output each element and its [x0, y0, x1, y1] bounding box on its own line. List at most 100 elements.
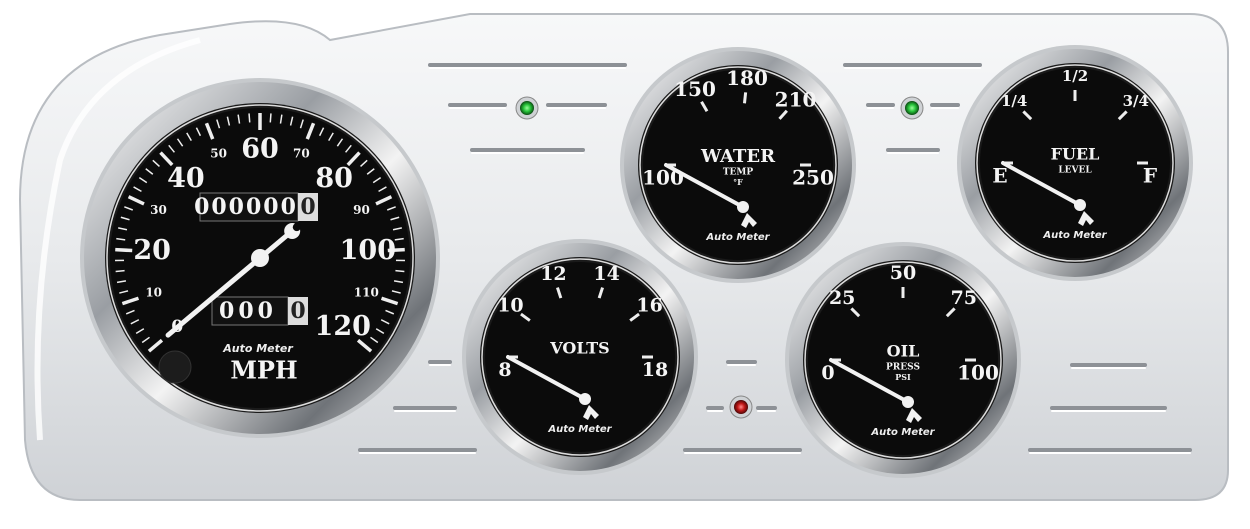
speedo-tick: [147, 338, 164, 353]
speedo-tick: [395, 269, 405, 273]
gauge-label: 150: [674, 77, 716, 101]
speedo-tick: [115, 247, 133, 253]
speedo-tick: [387, 247, 405, 253]
speedo-tick: [120, 216, 130, 221]
speedo-tick: [375, 195, 393, 206]
speedo-tick: [360, 159, 368, 167]
gauge-tick: [629, 312, 640, 322]
gauge-tick: [1022, 110, 1033, 121]
gauge-label: 210: [775, 88, 817, 112]
speedo-tick: [168, 144, 175, 153]
trip-window: [211, 296, 289, 326]
speedo-tick: [159, 151, 174, 167]
bezel-inner-highlight: [804, 261, 1002, 459]
bezel-inner-highlight: [976, 64, 1174, 262]
needle: [506, 355, 587, 401]
speedo-tick: [328, 132, 334, 141]
gauge-label: 0: [821, 362, 834, 384]
trip-digits: 000: [219, 298, 277, 324]
gauge-tick: [520, 312, 531, 322]
bezel-inner-highlight: [106, 104, 414, 412]
gauge-label: 100: [957, 361, 999, 385]
brand-logo: Auto Meter: [705, 232, 770, 243]
speedo-tick: [226, 116, 231, 126]
speedo-tick: [385, 309, 395, 315]
speedo-tick: [138, 176, 148, 184]
needle-hub: [1074, 199, 1086, 211]
speedo-tick: [195, 127, 202, 137]
speedo-tick: [279, 114, 283, 124]
gauge-label: 1/2: [1062, 67, 1088, 85]
trip-last-digit-bg: [288, 297, 308, 325]
speedo-tick: [237, 114, 241, 124]
gauge-label: 16: [636, 294, 662, 316]
gauge-label: F: [1143, 164, 1157, 188]
speedo-tick: [356, 338, 373, 353]
odometer-last-digit: 0: [300, 194, 315, 220]
speedo-tick: [204, 122, 215, 140]
bezel-inner-highlight: [639, 66, 837, 264]
speedo-tick: [248, 113, 251, 123]
indicator-lens: [520, 101, 534, 115]
speedo-tick: [378, 186, 387, 193]
gauge-unit: PSI: [895, 372, 911, 382]
speedo-minor-label: 10: [145, 286, 162, 300]
speedo-major-label: 80: [315, 163, 353, 194]
speedo-tick: [289, 116, 294, 126]
speedo-minor-label: 110: [354, 286, 379, 300]
dial-face: [643, 70, 833, 260]
speedo-tick: [124, 206, 134, 211]
speedo-tick: [216, 119, 221, 129]
speedo-tick: [366, 168, 375, 175]
gauge-label: 12: [540, 263, 566, 285]
speedo-tick: [336, 138, 344, 147]
dial-face: [485, 262, 675, 452]
gauge-label: 18: [642, 359, 668, 381]
gauge-tick: [1117, 110, 1128, 121]
odometer-digits: 000000: [194, 194, 298, 220]
speedo-tick: [372, 176, 382, 184]
gauge-label: 8: [498, 359, 511, 381]
gauge-tick: [850, 307, 861, 318]
needle: [664, 163, 745, 209]
speedo-tick: [318, 127, 325, 137]
speedo-tick: [135, 328, 145, 335]
speedo-major-label: 100: [340, 235, 396, 266]
speedo-major-label: 40: [167, 163, 205, 194]
speedo-tick: [380, 319, 390, 325]
gauge-title: WATER: [700, 146, 776, 167]
gauge-subtitle: PRESS: [886, 363, 920, 373]
speedo-tick: [386, 206, 396, 211]
gauge-label: 10: [497, 294, 523, 316]
brand-logo: Auto Meter: [1042, 230, 1107, 241]
needle-wrench-tail: [583, 405, 599, 420]
speedo-tick: [390, 216, 400, 221]
speedo-tick: [176, 138, 184, 147]
odometer-last-digit-bg: [298, 193, 318, 221]
speedo-tick: [119, 290, 129, 294]
speedo-tick: [145, 168, 154, 175]
speedo-tick: [115, 269, 125, 273]
needle-hub: [579, 393, 591, 405]
speedo-tick: [130, 319, 140, 325]
speedo-major-label: 120: [315, 311, 371, 342]
right-indicator-light: [900, 96, 924, 120]
gauge-label: 75: [951, 287, 977, 309]
gauge-tick: [556, 287, 563, 299]
needle-hub: [737, 201, 749, 213]
trip-reset-knob[interactable]: [158, 350, 192, 384]
trip-last-digit: 0: [290, 298, 305, 324]
speedo-tick: [152, 159, 160, 167]
brand-logo: Auto Meter: [222, 342, 293, 355]
gauge-title: VOLTS: [549, 339, 609, 358]
gauge-tick: [597, 287, 604, 299]
odometer-window: [199, 192, 299, 222]
needle-hub: [251, 249, 269, 267]
speedo-tick: [394, 237, 404, 241]
speedo-tick: [391, 290, 401, 294]
gauge-tick: [700, 101, 709, 113]
speedo-tick: [116, 237, 126, 241]
